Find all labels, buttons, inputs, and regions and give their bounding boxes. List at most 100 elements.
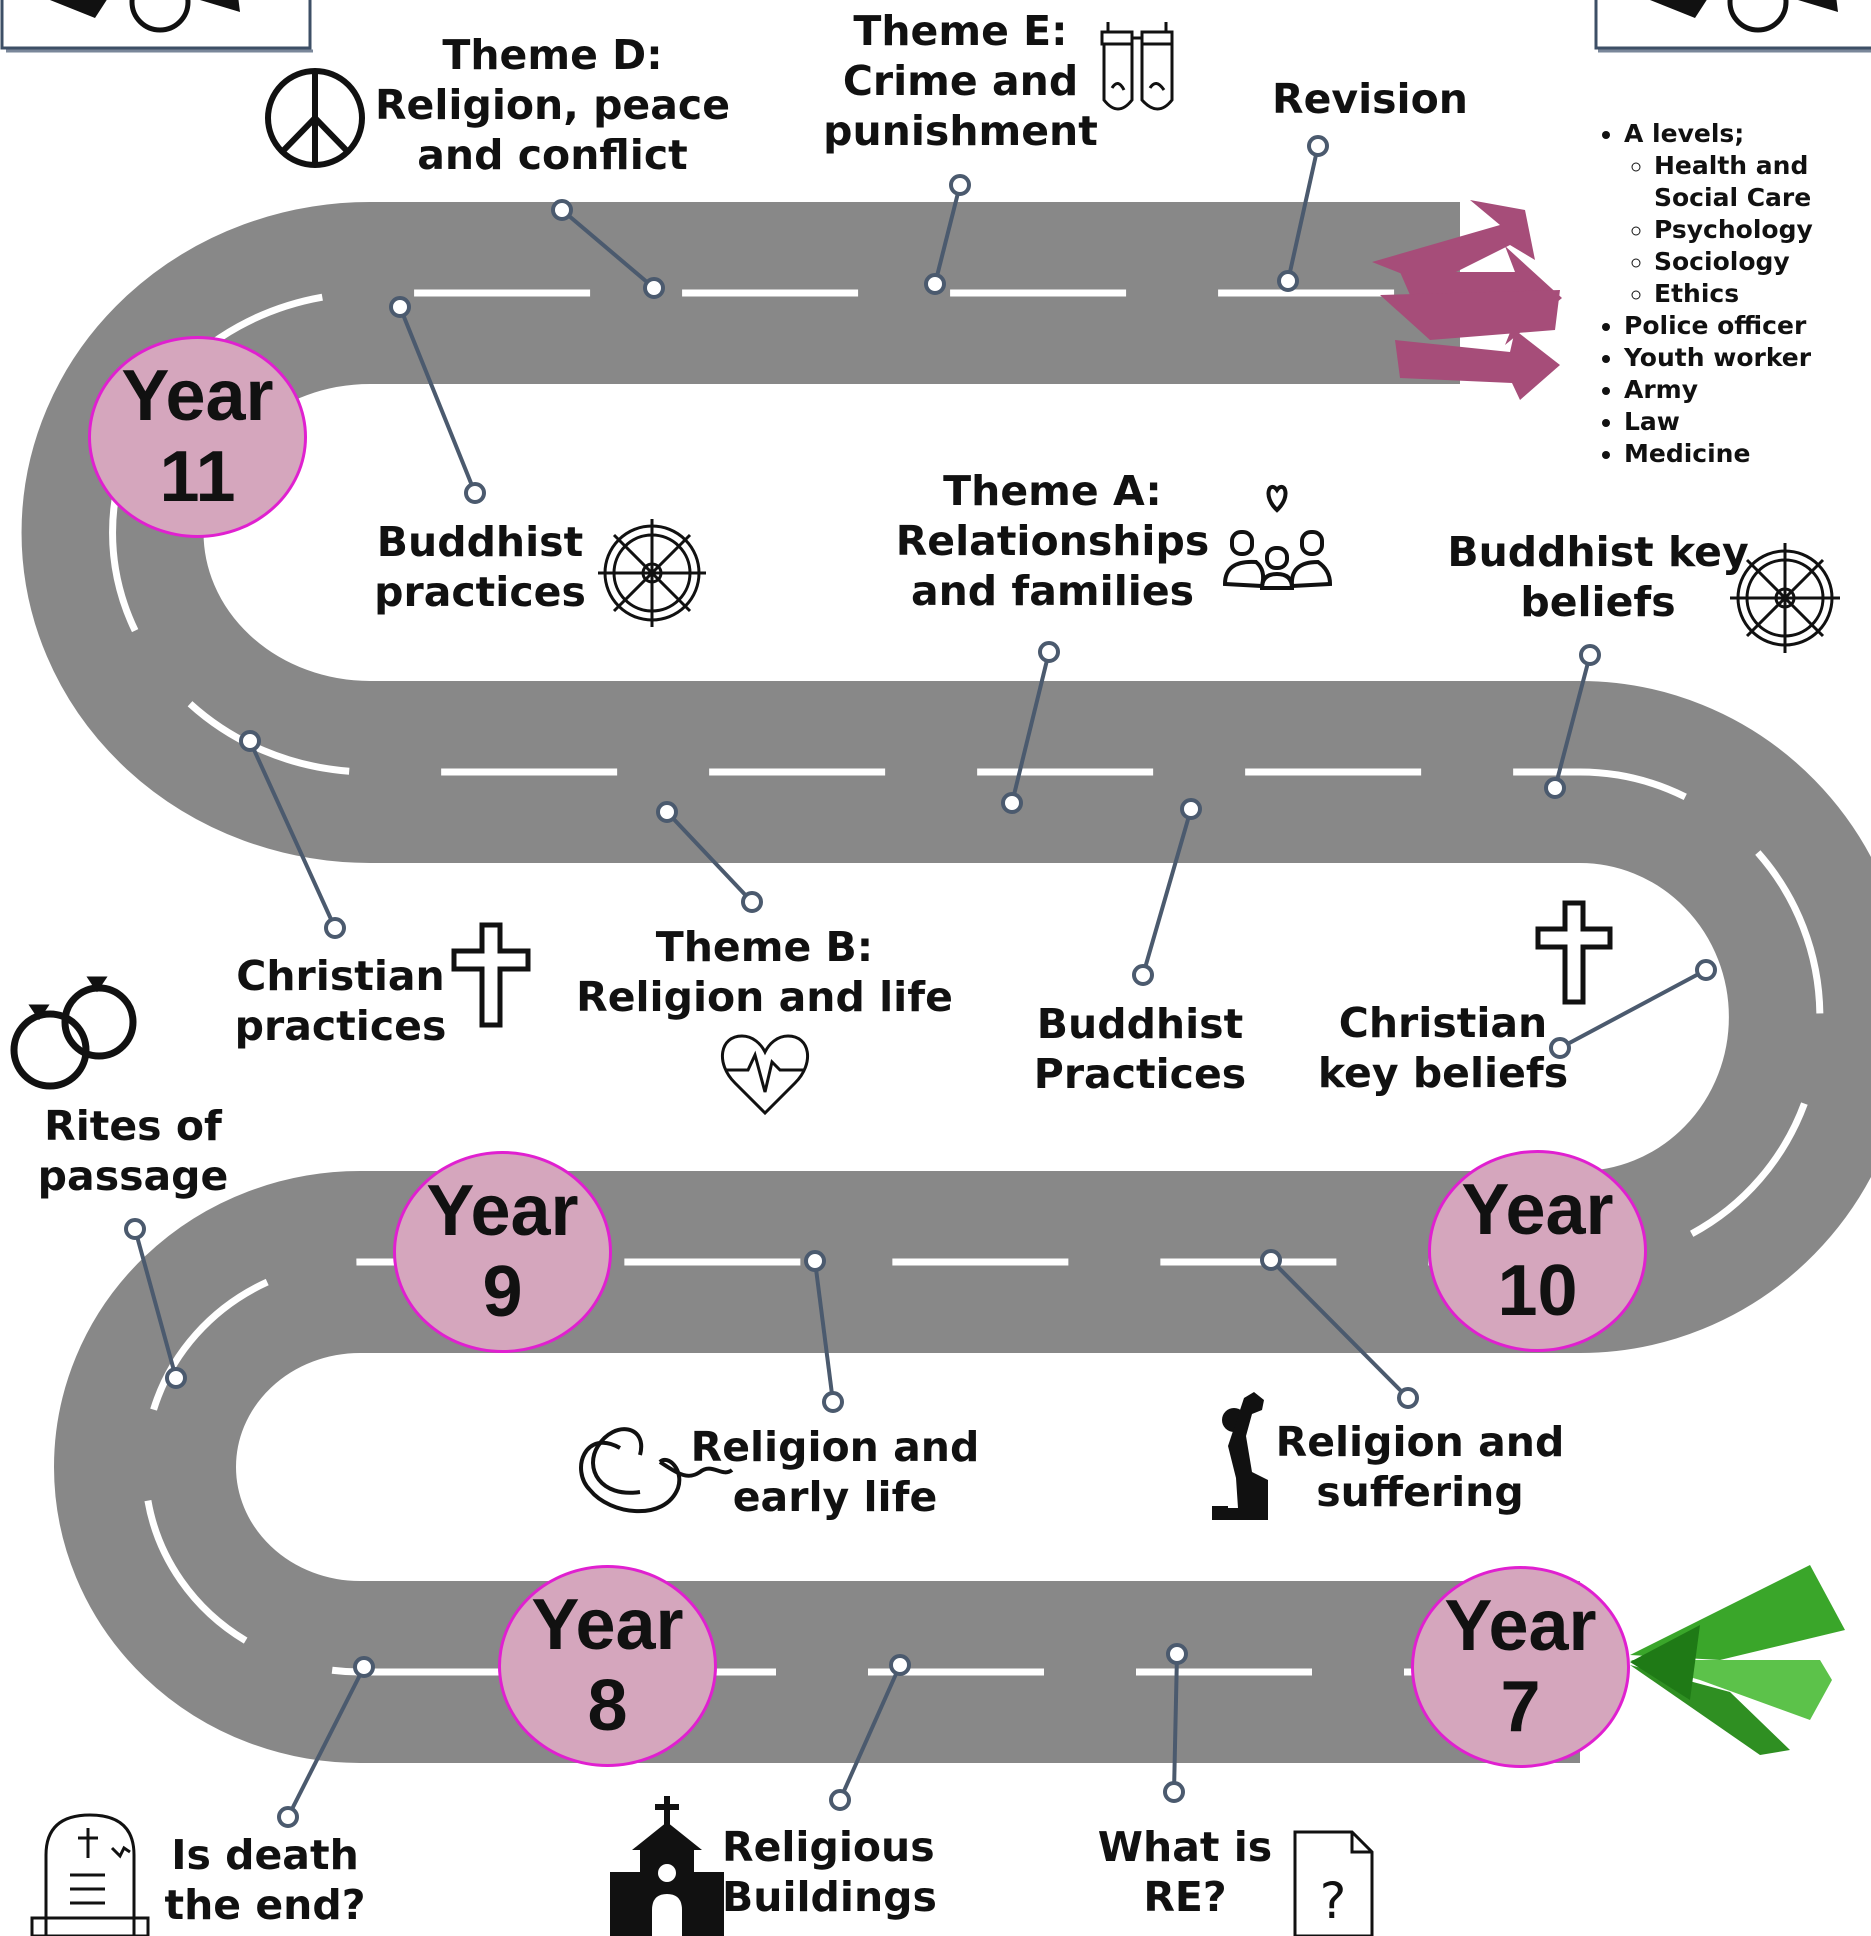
connector-pin bbox=[949, 174, 971, 196]
list-item: Law bbox=[1624, 406, 1871, 438]
praying-person-icon bbox=[1212, 1392, 1268, 1520]
wedding-rings-icon bbox=[10, 976, 137, 1090]
connector-pin bbox=[656, 801, 678, 823]
connector-line bbox=[838, 1664, 902, 1801]
connector-pins bbox=[124, 135, 1717, 1828]
topic-theme-a: Theme A: Relationships and families bbox=[895, 467, 1210, 616]
connector-pin bbox=[1549, 1037, 1571, 1059]
connector-pin bbox=[1544, 777, 1566, 799]
connector-pin bbox=[1001, 792, 1023, 814]
dharma-wheel-icon bbox=[1730, 543, 1840, 653]
topic-christian-practices: Christian practices bbox=[234, 952, 447, 1051]
year-number: 8 bbox=[587, 1666, 628, 1746]
end-arrows bbox=[1372, 200, 1562, 400]
connector-pin bbox=[741, 891, 763, 913]
connector-pin bbox=[1695, 959, 1717, 981]
connector-line bbox=[1172, 1653, 1179, 1793]
family-icon bbox=[1222, 484, 1333, 590]
connector-pin bbox=[353, 1656, 375, 1678]
connector-line bbox=[286, 1666, 366, 1818]
list-item: Ethics bbox=[1654, 278, 1871, 310]
road-center-line bbox=[109, 289, 1824, 1676]
topic-buddhist-practices-y11: Buddhist practices bbox=[374, 518, 586, 617]
connector-pin bbox=[1579, 644, 1601, 666]
connector-line bbox=[398, 306, 477, 494]
connector-pin bbox=[829, 1789, 851, 1811]
future-pathways-list: A levels; Health and Social Care Psychol… bbox=[1590, 118, 1871, 470]
question-document-icon: ? bbox=[1293, 1830, 1374, 1936]
connector-line bbox=[665, 810, 754, 904]
connector-pin bbox=[643, 277, 665, 299]
year-word: Year bbox=[1461, 1170, 1614, 1251]
year-number: 7 bbox=[1500, 1667, 1541, 1747]
list-item: A levels; Health and Social Care Psychol… bbox=[1624, 118, 1871, 310]
cross-icon bbox=[451, 922, 531, 1028]
dharma-wheel-icon bbox=[598, 519, 706, 627]
year-number: 11 bbox=[159, 437, 236, 517]
connector-pin bbox=[1038, 641, 1060, 663]
handcuffed-hands-icon bbox=[1100, 22, 1174, 111]
connector-line bbox=[933, 184, 962, 285]
connector-line bbox=[1141, 808, 1193, 976]
connector-pin bbox=[277, 1806, 299, 1828]
topic-theme-d: Theme D: Religion, peace and conflict bbox=[374, 31, 731, 180]
list-item: Psychology bbox=[1654, 214, 1871, 246]
milestone-year-7: Year 7 bbox=[1411, 1566, 1630, 1768]
connector-pin bbox=[239, 730, 261, 752]
connector-pin bbox=[889, 1654, 911, 1676]
milestone-year-9: Year 9 bbox=[393, 1151, 612, 1353]
list-item: Army bbox=[1624, 374, 1871, 406]
milestone-year-8: Year 8 bbox=[498, 1565, 717, 1767]
year-number: 10 bbox=[1497, 1251, 1578, 1331]
list-item: Police officer bbox=[1624, 310, 1871, 342]
connector-pin bbox=[324, 917, 346, 939]
connector-line bbox=[1010, 651, 1051, 804]
svg-text:?: ? bbox=[1320, 1872, 1347, 1930]
connector-pin bbox=[165, 1367, 187, 1389]
connector-line bbox=[248, 740, 337, 929]
fetus-icon bbox=[579, 1427, 734, 1514]
peace-icon bbox=[265, 68, 365, 168]
connector-line bbox=[133, 1228, 178, 1379]
topic-revision: Revision bbox=[1272, 75, 1468, 123]
list-item: Sociology bbox=[1654, 246, 1871, 278]
connector-line bbox=[1286, 145, 1320, 282]
milestone-year-11: Year 11 bbox=[88, 336, 307, 538]
church-icon bbox=[610, 1796, 724, 1936]
gravestone-icon bbox=[30, 1813, 150, 1936]
year-number: 9 bbox=[482, 1252, 523, 1332]
topic-what-is-re: What is RE? bbox=[1097, 1823, 1273, 1922]
connector-pin bbox=[1260, 1249, 1282, 1271]
logo-right bbox=[1594, 0, 1871, 53]
connector-pin bbox=[804, 1250, 826, 1272]
list-item: Medicine bbox=[1624, 438, 1871, 470]
list-item: Youth worker bbox=[1624, 342, 1871, 374]
connector-pin bbox=[389, 296, 411, 318]
connector-line bbox=[813, 1260, 835, 1403]
connector-line bbox=[1553, 654, 1592, 789]
a-levels-heading: A levels; bbox=[1624, 119, 1745, 148]
topic-religion-suffering: Religion and suffering bbox=[1275, 1418, 1565, 1517]
cross-icon bbox=[1535, 900, 1613, 1005]
year-word: Year bbox=[1444, 1586, 1597, 1667]
connector-line bbox=[1269, 1258, 1410, 1400]
connector-pin bbox=[1277, 270, 1299, 292]
year-word: Year bbox=[426, 1171, 579, 1252]
topic-theme-e: Theme E: Crime and punishment bbox=[823, 7, 1098, 156]
heartbeat-icon bbox=[720, 1034, 810, 1116]
topic-rites-of-passage: Rites of passage bbox=[37, 1102, 229, 1201]
connector-pin bbox=[1166, 1643, 1188, 1665]
connector-pin bbox=[1307, 135, 1329, 157]
topic-religious-buildings: Religious Buildings bbox=[722, 1823, 937, 1922]
milestone-year-10: Year 10 bbox=[1428, 1150, 1647, 1352]
topic-christian-key-beliefs: Christian key beliefs bbox=[1317, 999, 1569, 1098]
connector-line bbox=[1559, 968, 1707, 1050]
connector-pin bbox=[1163, 1781, 1185, 1803]
topic-buddhist-practices-y10: Buddhist Practices bbox=[1033, 1000, 1247, 1099]
topic-buddhist-key-beliefs: Buddhist key beliefs bbox=[1447, 528, 1749, 627]
topic-religion-early-life: Religion and early life bbox=[690, 1423, 980, 1522]
connector-pin bbox=[124, 1218, 146, 1240]
start-arrow bbox=[1630, 1565, 1845, 1755]
